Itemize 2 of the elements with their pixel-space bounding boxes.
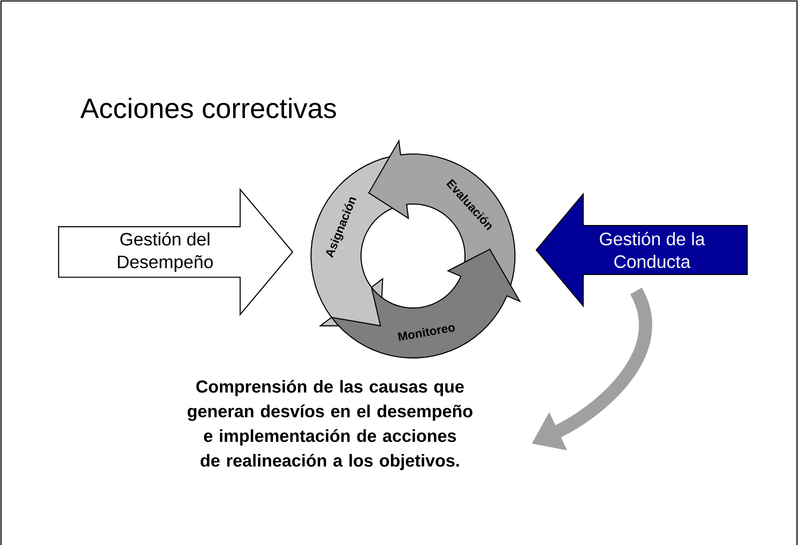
description-text: Comprensión de las causas que generan desvíos en el desempeño e implementación de acciones de realineación a los objetivos. bbox=[188, 380, 472, 470]
title: Acciones correctivas bbox=[80, 98, 336, 118]
